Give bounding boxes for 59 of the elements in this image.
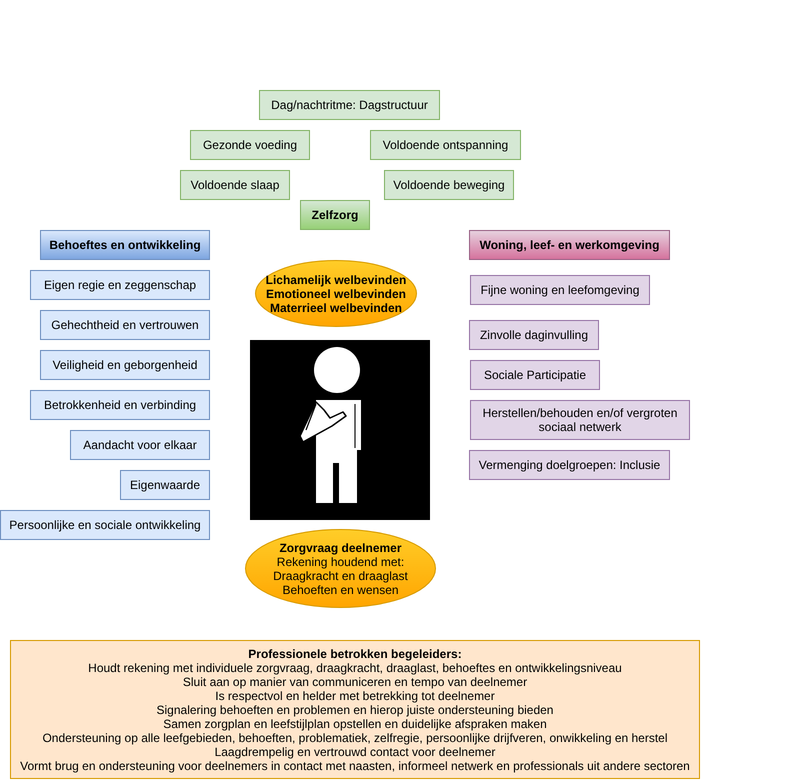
- label-box: [190, 130, 310, 160]
- label-text: Rekening houdend met:: [276, 554, 404, 568]
- label-box: [370, 130, 521, 160]
- label-box: [40, 350, 210, 380]
- label-box: [470, 400, 690, 440]
- label-text: Betrokkenheid en verbinding: [44, 398, 196, 412]
- ellipse: [245, 529, 436, 608]
- label-box: [30, 270, 210, 300]
- heading-text: Professionele betrokken begeleiders:: [248, 646, 462, 660]
- label-text: Is respectvol en helder met betrekking tot deelnemer: [215, 688, 495, 702]
- label-box: [384, 170, 514, 200]
- label-box: [470, 275, 650, 305]
- label-text: Dag/nachtritme: Dagstructuur: [271, 98, 428, 112]
- label-text: Voldoende slaap: [190, 178, 280, 192]
- label-text: Gehechtheid en vertrouwen: [51, 318, 199, 332]
- label-text: Persoonlijke en sociale ontwikkeling: [9, 518, 201, 532]
- label-box: [40, 310, 210, 340]
- label-text: Fijne woning en leefomgeving: [480, 283, 640, 297]
- label-text: Eigenwaarde: [130, 478, 200, 492]
- label-text: Voldoende ontspanning: [382, 138, 508, 152]
- label-box: [120, 470, 210, 500]
- header-box: [300, 200, 370, 230]
- heading-text: Emotioneel welbevinden: [266, 286, 406, 300]
- label-text: Houdt rekening met individuele zorgvraag, draagkracht, draaglast, behoeftes en ontwikkelingsniveau: [88, 660, 622, 674]
- label-text: Eigen regie en zeggenschap: [44, 278, 196, 292]
- heading-text: Materrieel welbevinden: [270, 300, 402, 314]
- label-text: Vermenging doelgroepen: Inclusie: [478, 458, 660, 472]
- label-box: [30, 390, 210, 420]
- heading-text: Zelfzorg: [312, 208, 358, 222]
- header-box: [469, 230, 670, 260]
- label-text: Behoeften en wensen: [282, 582, 399, 596]
- label-text: Aandacht voor elkaar: [83, 438, 197, 452]
- label-box: [469, 320, 599, 350]
- note-panel: [10, 640, 700, 779]
- label-text: Sociale Participatie: [484, 368, 586, 382]
- label-box: [470, 360, 600, 390]
- label-box: [259, 90, 440, 120]
- label-text: Voldoende beweging: [393, 178, 505, 192]
- heading-text: Lichamelijk welbevinden: [266, 272, 406, 286]
- label-text: Gezonde voeding: [202, 138, 298, 152]
- header-box: [40, 230, 210, 260]
- ellipse: [255, 260, 417, 327]
- label-box: [180, 170, 290, 200]
- label-text: Vormt brug en ondersteuning voor deelnemers in contact met naasten, informeel netwerk en professionals uit andere sectoren: [20, 758, 690, 772]
- label-text: Samen zorgplan en leefstijlplan opstellen en duidelijke afspraken maken: [163, 716, 547, 730]
- label-text: Herstellen/behouden en/of vergroten sociaal netwerk: [482, 406, 678, 434]
- label-text: Laagdrempelig en vertrouwd contact voor deelnemer: [214, 744, 496, 758]
- label-text: Draagkracht en draaglast: [273, 568, 408, 582]
- label-text: Sluit aan op manier van communiceren en tempo van deelnemer: [182, 674, 528, 688]
- label-box: [70, 430, 210, 460]
- label-box: [0, 510, 210, 540]
- heading-text: Zorgvraag deelnemer: [279, 540, 402, 554]
- label-text: Zinvolle daginvulling: [480, 328, 588, 342]
- heading-text: Behoeftes en ontwikkeling: [49, 238, 201, 252]
- label-text: Veiligheid en geborgenheid: [52, 358, 198, 372]
- label-box: [469, 450, 670, 480]
- label-text: Ondersteuning op alle leefgebieden, behoeften, problematiek, zelfregie, persoonlijke drijfveren, onwikkeling en herstel: [42, 730, 668, 744]
- label-text: Signalering behoeften en problemen en hierop juiste ondersteuning bieden: [156, 702, 554, 716]
- heading-text: Woning, leef- en werkomgeving: [480, 238, 660, 252]
